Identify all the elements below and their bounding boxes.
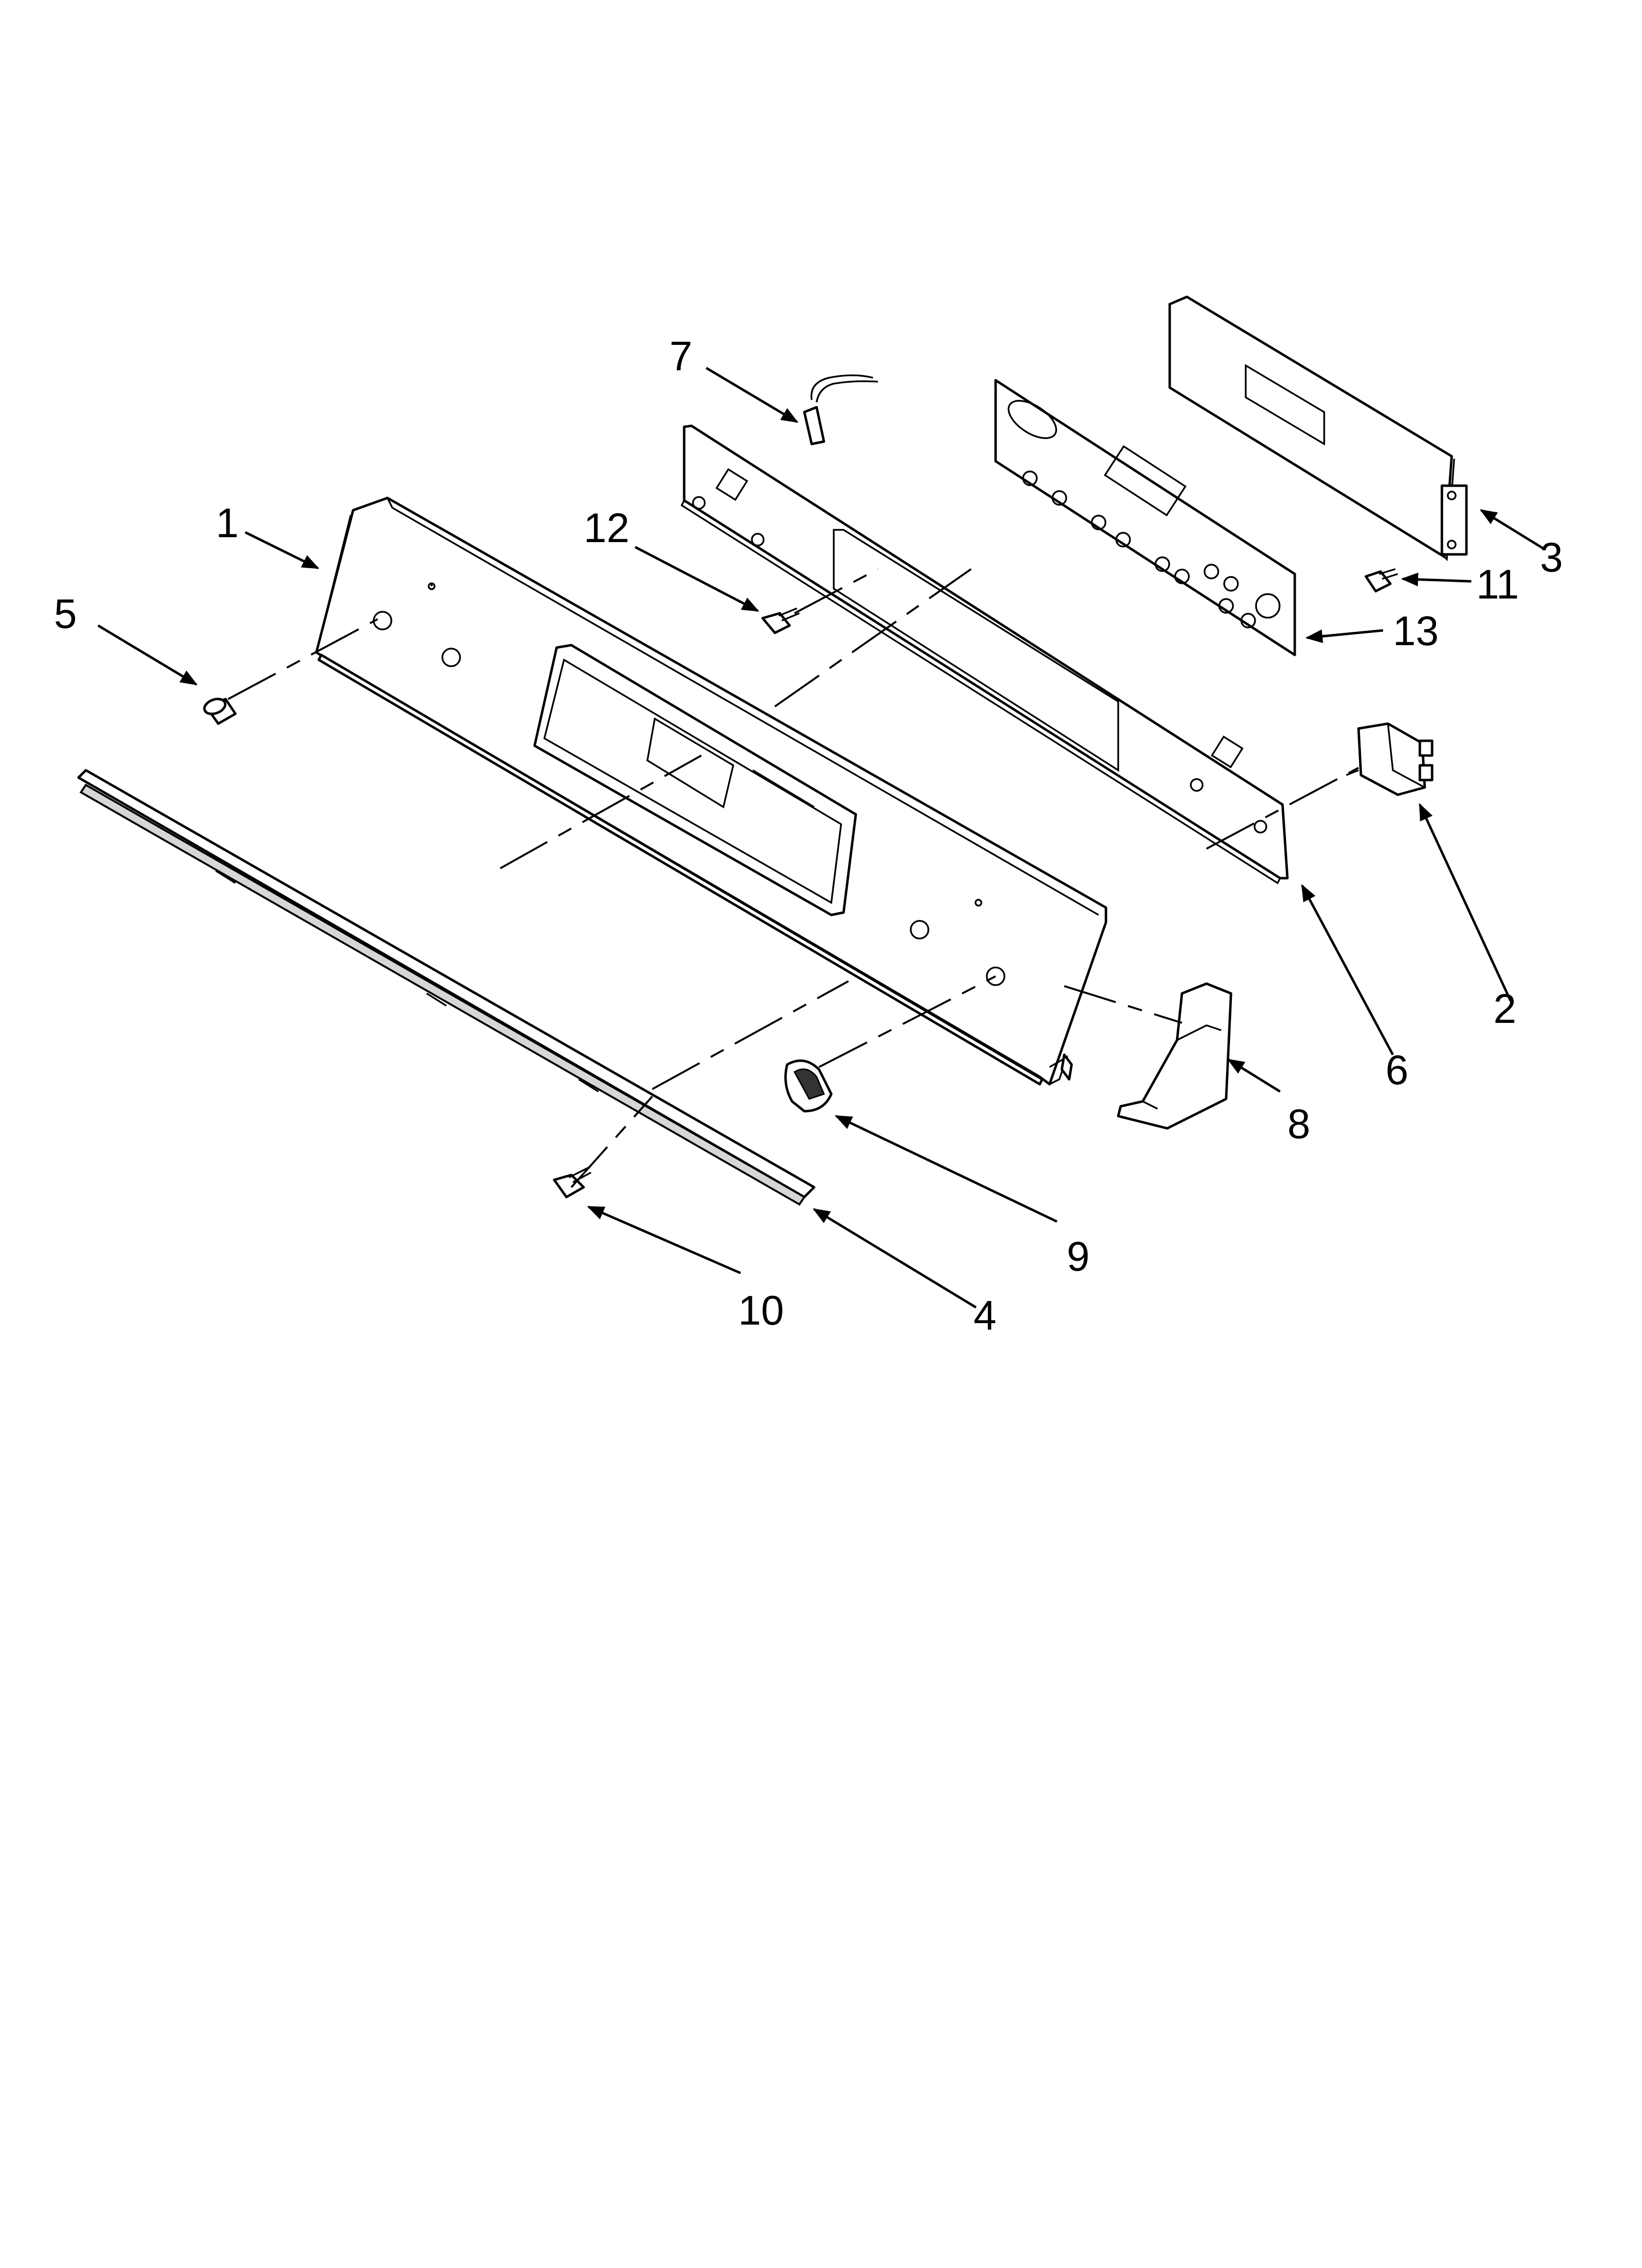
callout-3: 3 <box>1540 534 1563 580</box>
rear-panel-part-6 <box>680 424 1289 885</box>
callout-5: 5 <box>54 591 77 637</box>
callout-1: 1 <box>216 500 239 546</box>
knob-part-9 <box>784 1059 833 1113</box>
switch-part-2 <box>1346 722 1434 796</box>
screw-part-12 <box>761 607 800 634</box>
trim-strip-part-4 <box>77 769 816 1206</box>
overlay-part-13 <box>994 379 1296 656</box>
wire-harness-part-7 <box>803 374 878 445</box>
assembly-lines <box>228 568 1359 1188</box>
end-bracket-part-8 <box>1117 982 1232 1130</box>
control-board-part-3 <box>1168 295 1468 561</box>
callout-13: 13 <box>1393 608 1438 654</box>
console-panel-part-1 <box>315 496 1107 1086</box>
callout-12: 12 <box>584 505 629 551</box>
button-part-5 <box>203 698 237 725</box>
callout-10: 10 <box>738 1287 784 1333</box>
leader-arrows <box>97 366 1546 1309</box>
callout-9: 9 <box>1067 1233 1090 1279</box>
callout-4: 4 <box>974 1292 997 1338</box>
screw-part-11 <box>1364 568 1398 593</box>
callout-7: 7 <box>669 333 693 379</box>
callout-2: 2 <box>1493 986 1516 1032</box>
callout-11: 11 <box>1476 561 1519 607</box>
callout-6: 6 <box>1385 1047 1409 1093</box>
callout-8: 8 <box>1287 1101 1310 1147</box>
